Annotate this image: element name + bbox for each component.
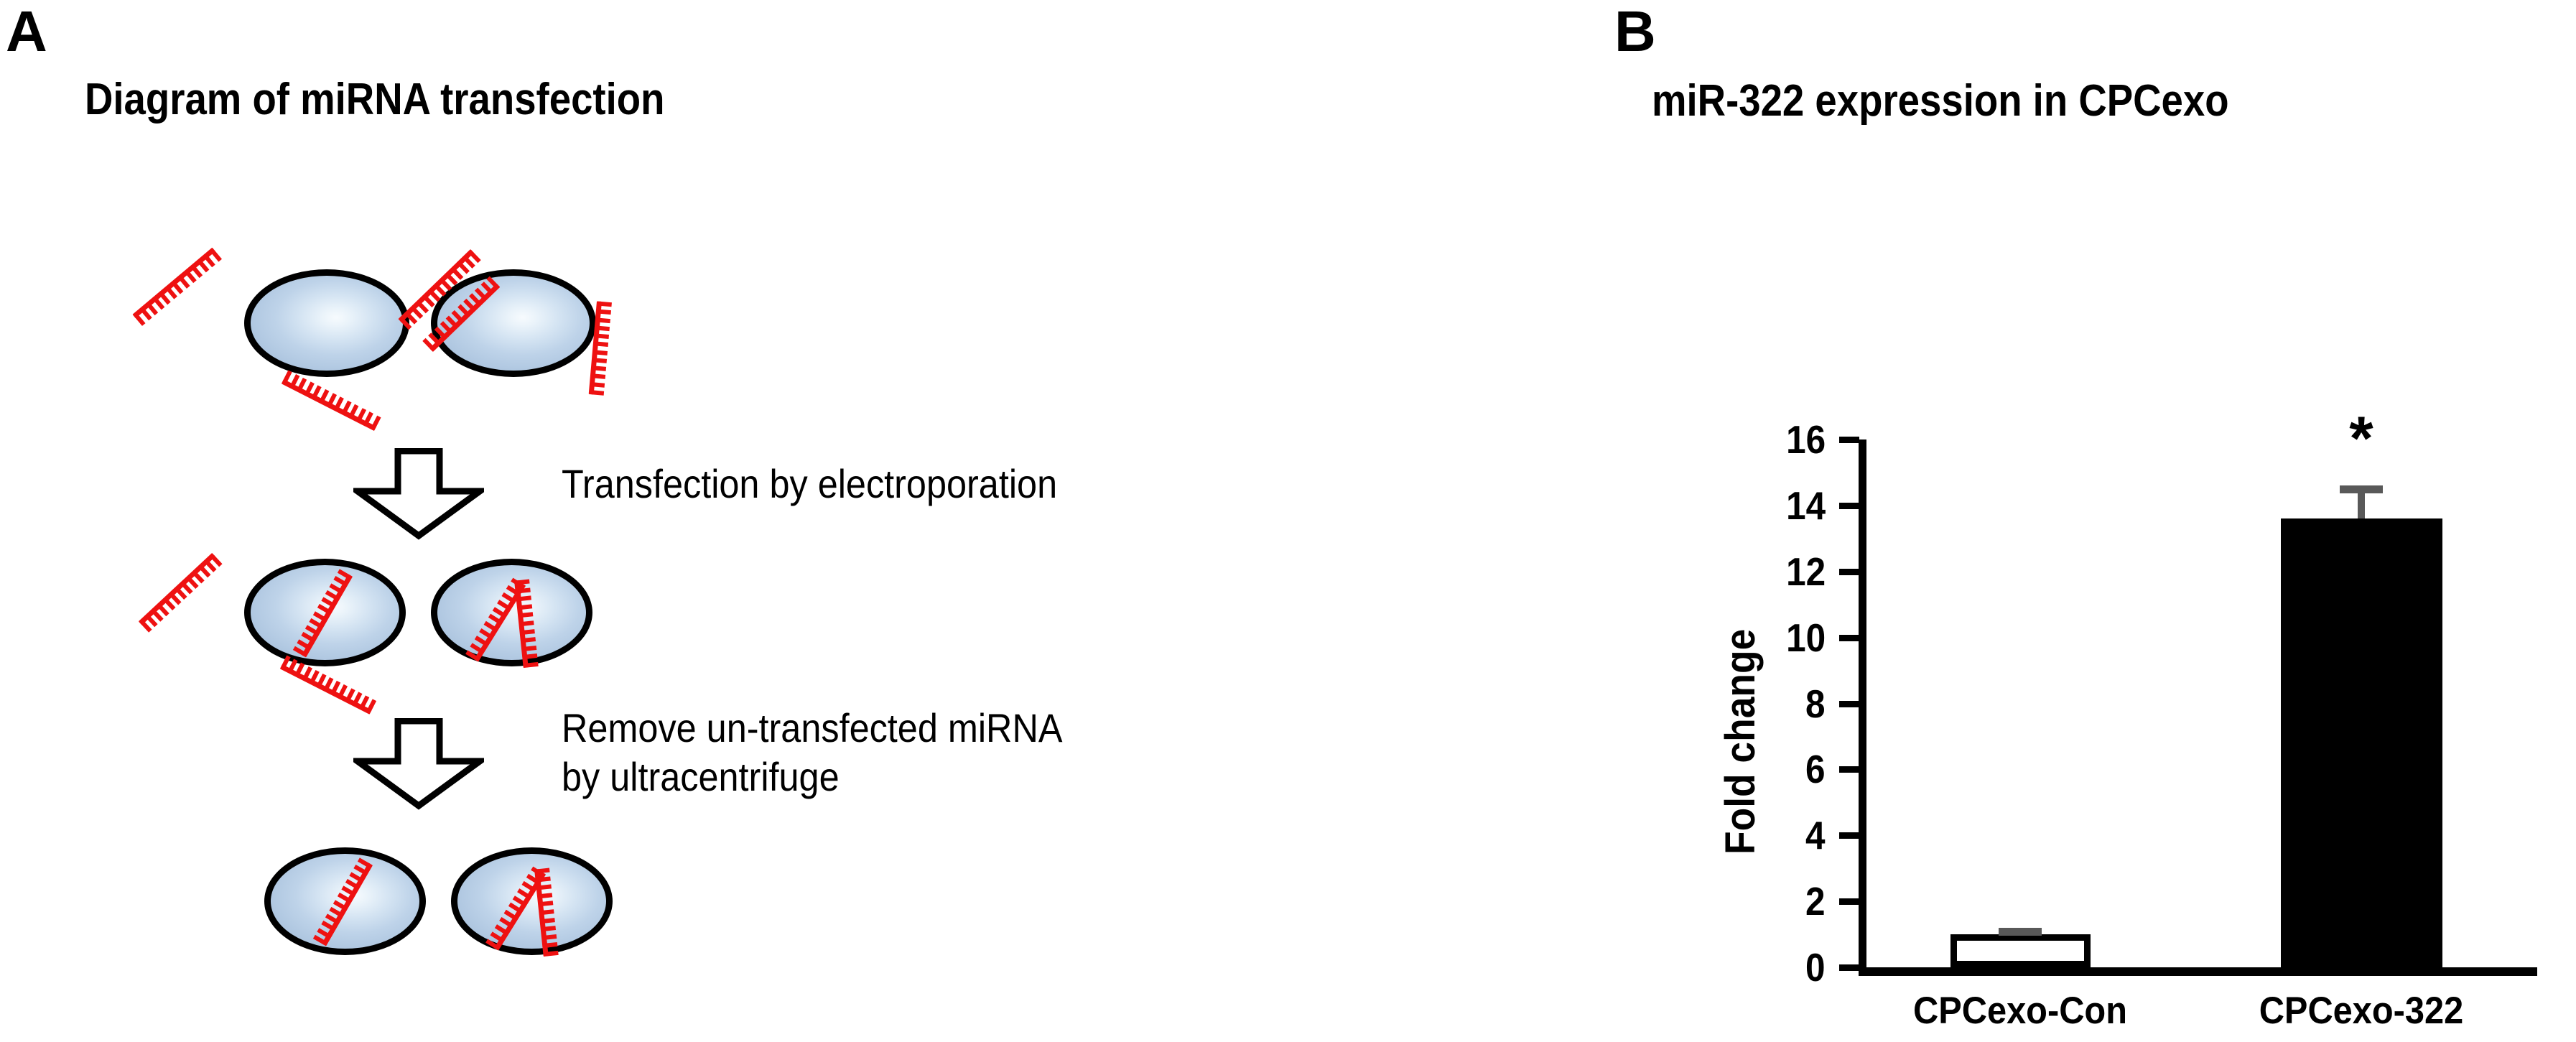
down-arrow-icon xyxy=(353,448,484,540)
y-axis-line xyxy=(1859,439,1866,967)
panel-a-title: Diagram of miRNA transfection xyxy=(85,75,665,124)
significance-asterisk: * xyxy=(2349,404,2373,474)
panel-b: B miR-322 expression in CPCexo Fold chan… xyxy=(1609,0,2576,1042)
step-label-ultracentrifuge: Remove un-transfected miRNA by ultracent… xyxy=(562,705,1063,800)
y-axis-tick-label: 10 xyxy=(1785,615,1826,660)
error-bar-cap xyxy=(1999,927,2042,936)
y-axis-tick xyxy=(1839,634,1859,641)
y-axis-tick xyxy=(1839,832,1859,839)
y-axis-tick-label: 6 xyxy=(1805,747,1826,792)
y-axis-tick-label: 16 xyxy=(1785,417,1826,462)
y-axis-title: Fold change xyxy=(1717,628,1764,855)
x-axis-line xyxy=(1859,967,2537,976)
y-axis-tick-label: 4 xyxy=(1805,813,1826,858)
diagram-stage-after-ultracentrifuge xyxy=(0,0,646,1005)
y-axis-tick xyxy=(1839,964,1859,971)
cell-icon xyxy=(431,269,596,377)
mirna-tooth xyxy=(546,950,559,957)
y-axis-tick xyxy=(1839,766,1859,773)
error-bar-stem xyxy=(2358,485,2365,519)
x-axis-label-cpcexo-322: CPCexo-322 xyxy=(2259,990,2464,1032)
step-label-transfection: Transfection by electroporation xyxy=(562,461,1058,506)
y-axis-tick-label: 0 xyxy=(1805,945,1826,990)
bar-cpcexo-con xyxy=(1950,934,2091,967)
cell-icon xyxy=(431,559,592,666)
diagram-stage-after-electroporation xyxy=(0,0,646,761)
panel-b-letter: B xyxy=(1614,0,1656,63)
cell-icon xyxy=(244,269,409,377)
panel-a: A Diagram of miRNA transfection Transfec… xyxy=(0,0,1063,1005)
panel-a-letter: A xyxy=(6,0,47,63)
bar-cpcexo-322 xyxy=(2280,518,2442,967)
down-arrow-icon xyxy=(353,718,484,810)
y-axis-tick xyxy=(1839,700,1859,707)
y-axis-tick-label: 2 xyxy=(1805,879,1826,924)
diagram-stage-before-transfection xyxy=(0,0,646,460)
y-axis-tick xyxy=(1839,568,1859,575)
y-axis-tick-label: 8 xyxy=(1805,681,1826,726)
x-axis-label-cpcexo-con: CPCexo-Con xyxy=(1913,990,2127,1032)
panel-b-title: miR-322 expression in CPCexo xyxy=(1652,76,2229,126)
y-axis-tick xyxy=(1839,502,1859,509)
y-axis-tick-label: 12 xyxy=(1785,549,1826,594)
y-axis-tick-label: 14 xyxy=(1785,483,1826,528)
y-axis-tick xyxy=(1839,437,1859,443)
cell-icon xyxy=(451,847,613,955)
error-bar-cap xyxy=(2340,485,2383,494)
error-bar xyxy=(2340,485,2383,519)
y-axis-tick xyxy=(1839,898,1859,906)
error-bar xyxy=(1999,927,2042,936)
